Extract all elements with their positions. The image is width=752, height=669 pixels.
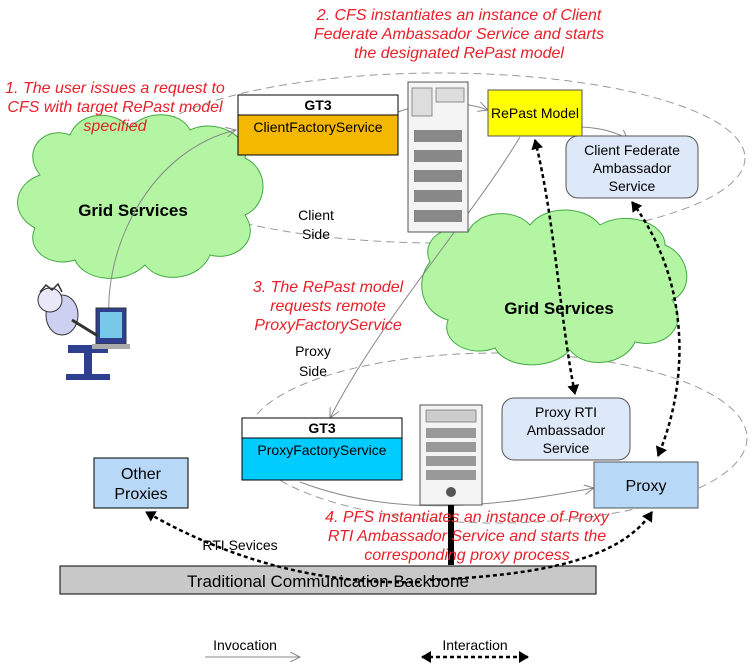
user-at-computer-icon	[37, 282, 130, 380]
client-factory-service-label: ClientFactoryService	[253, 119, 382, 135]
step2-line2: Federate Ambassador Service and starts	[314, 26, 604, 43]
proxy-factory-service-label: ProxyFactoryService	[257, 442, 386, 458]
step4-line2: RTI Ambassador Service and starts the	[328, 528, 606, 545]
client-ambassador-line2: Ambassador	[593, 160, 672, 176]
step3-line1: 3. The RePast model	[253, 279, 404, 296]
proxy-side-label-line1: Proxy	[295, 343, 331, 359]
step1-line2: CFS with target RePast model	[7, 99, 223, 116]
repast-model-box: RePast Model	[487, 89, 583, 137]
proxy-ambassador-line1: Proxy RTI	[535, 404, 597, 420]
proxy-box: Proxy	[593, 461, 699, 509]
client-side-label-line1: Client	[298, 207, 334, 223]
interaction-backbone-to-other-proxies	[145, 510, 421, 584]
annotation-step4: 4. PFS instantiates an instance of Proxy…	[325, 509, 610, 564]
step2-line1: 2. CFS instantiates an instance of Clien…	[316, 7, 602, 24]
step1-line1: 1. The user issues a request to	[5, 80, 225, 97]
gt3-header-proxy: GT3	[308, 420, 335, 436]
annotation-step3: 3. The RePast model requests remote Prox…	[253, 279, 404, 334]
client-ambassador-line3: Service	[609, 178, 656, 194]
annotation-step2: 2. CFS instantiates an instance of Clien…	[314, 7, 604, 62]
other-proxies-box: Other Proxies	[93, 457, 189, 509]
rti-services-label: RTI Sevices	[202, 537, 277, 553]
legend: Invocation Interaction	[205, 637, 529, 663]
proxy-side-label-line2: Side	[299, 363, 327, 379]
legend-invocation-label: Invocation	[213, 637, 277, 653]
client-ambassador-line1: Client Federate	[584, 142, 680, 158]
proxy-ambassador-line2: Ambassador	[527, 422, 606, 438]
grid-services-cloud-right: Grid Services	[421, 209, 688, 366]
client-side-label-line2: Side	[302, 226, 330, 242]
legend-interaction-label: Interaction	[442, 637, 507, 653]
other-proxies-line2: Proxies	[114, 486, 167, 503]
communication-backbone: Traditional Communication Backbone	[59, 565, 597, 595]
step3-line2: requests remote	[270, 298, 386, 315]
server-tower-icon	[407, 81, 469, 233]
step4-line1: 4. PFS instantiates an instance of Proxy	[325, 509, 610, 526]
proxy-ambassador-box: Proxy RTI Ambassador Service	[501, 397, 631, 461]
client-factory-service-box: GT3 ClientFactoryService	[237, 94, 399, 156]
proxy-side-region	[246, 352, 748, 524]
proxy-ambassador-line3: Service	[543, 440, 590, 456]
annotation-step1: 1. The user issues a request to CFS with…	[5, 80, 225, 135]
invocation-arrow-user-to-cfs	[108, 130, 236, 331]
repast-model-label: RePast Model	[491, 105, 579, 121]
gt3-header-client: GT3	[304, 97, 331, 113]
step3-line3: ProxyFactoryService	[254, 317, 402, 334]
step4-line3: corresponding proxy process	[364, 547, 569, 564]
proxy-factory-service-box: GT3 ProxyFactoryService	[241, 417, 403, 481]
interaction-client-ambassador-to-proxy	[630, 201, 681, 457]
cloud-right-label: Grid Services	[504, 299, 614, 318]
client-ambassador-box: Client Federate Ambassador Service	[565, 135, 699, 199]
grid-services-cloud-left: Grid Services	[17, 114, 264, 279]
interaction-repast-to-proxy-ambassador	[531, 139, 580, 395]
other-proxies-line1: Other	[121, 466, 162, 483]
invocation-arrow-repast-to-pfs	[330, 136, 521, 418]
backbone-label: Traditional Communication Backbone	[187, 572, 469, 591]
server-rack-icon	[419, 404, 483, 565]
step2-line3: the designated RePast model	[354, 45, 564, 62]
cloud-left-label: Grid Services	[78, 201, 188, 220]
interaction-backbone-to-proxy	[429, 511, 654, 582]
step1-line3: specified	[83, 118, 147, 135]
proxy-label: Proxy	[626, 478, 667, 495]
